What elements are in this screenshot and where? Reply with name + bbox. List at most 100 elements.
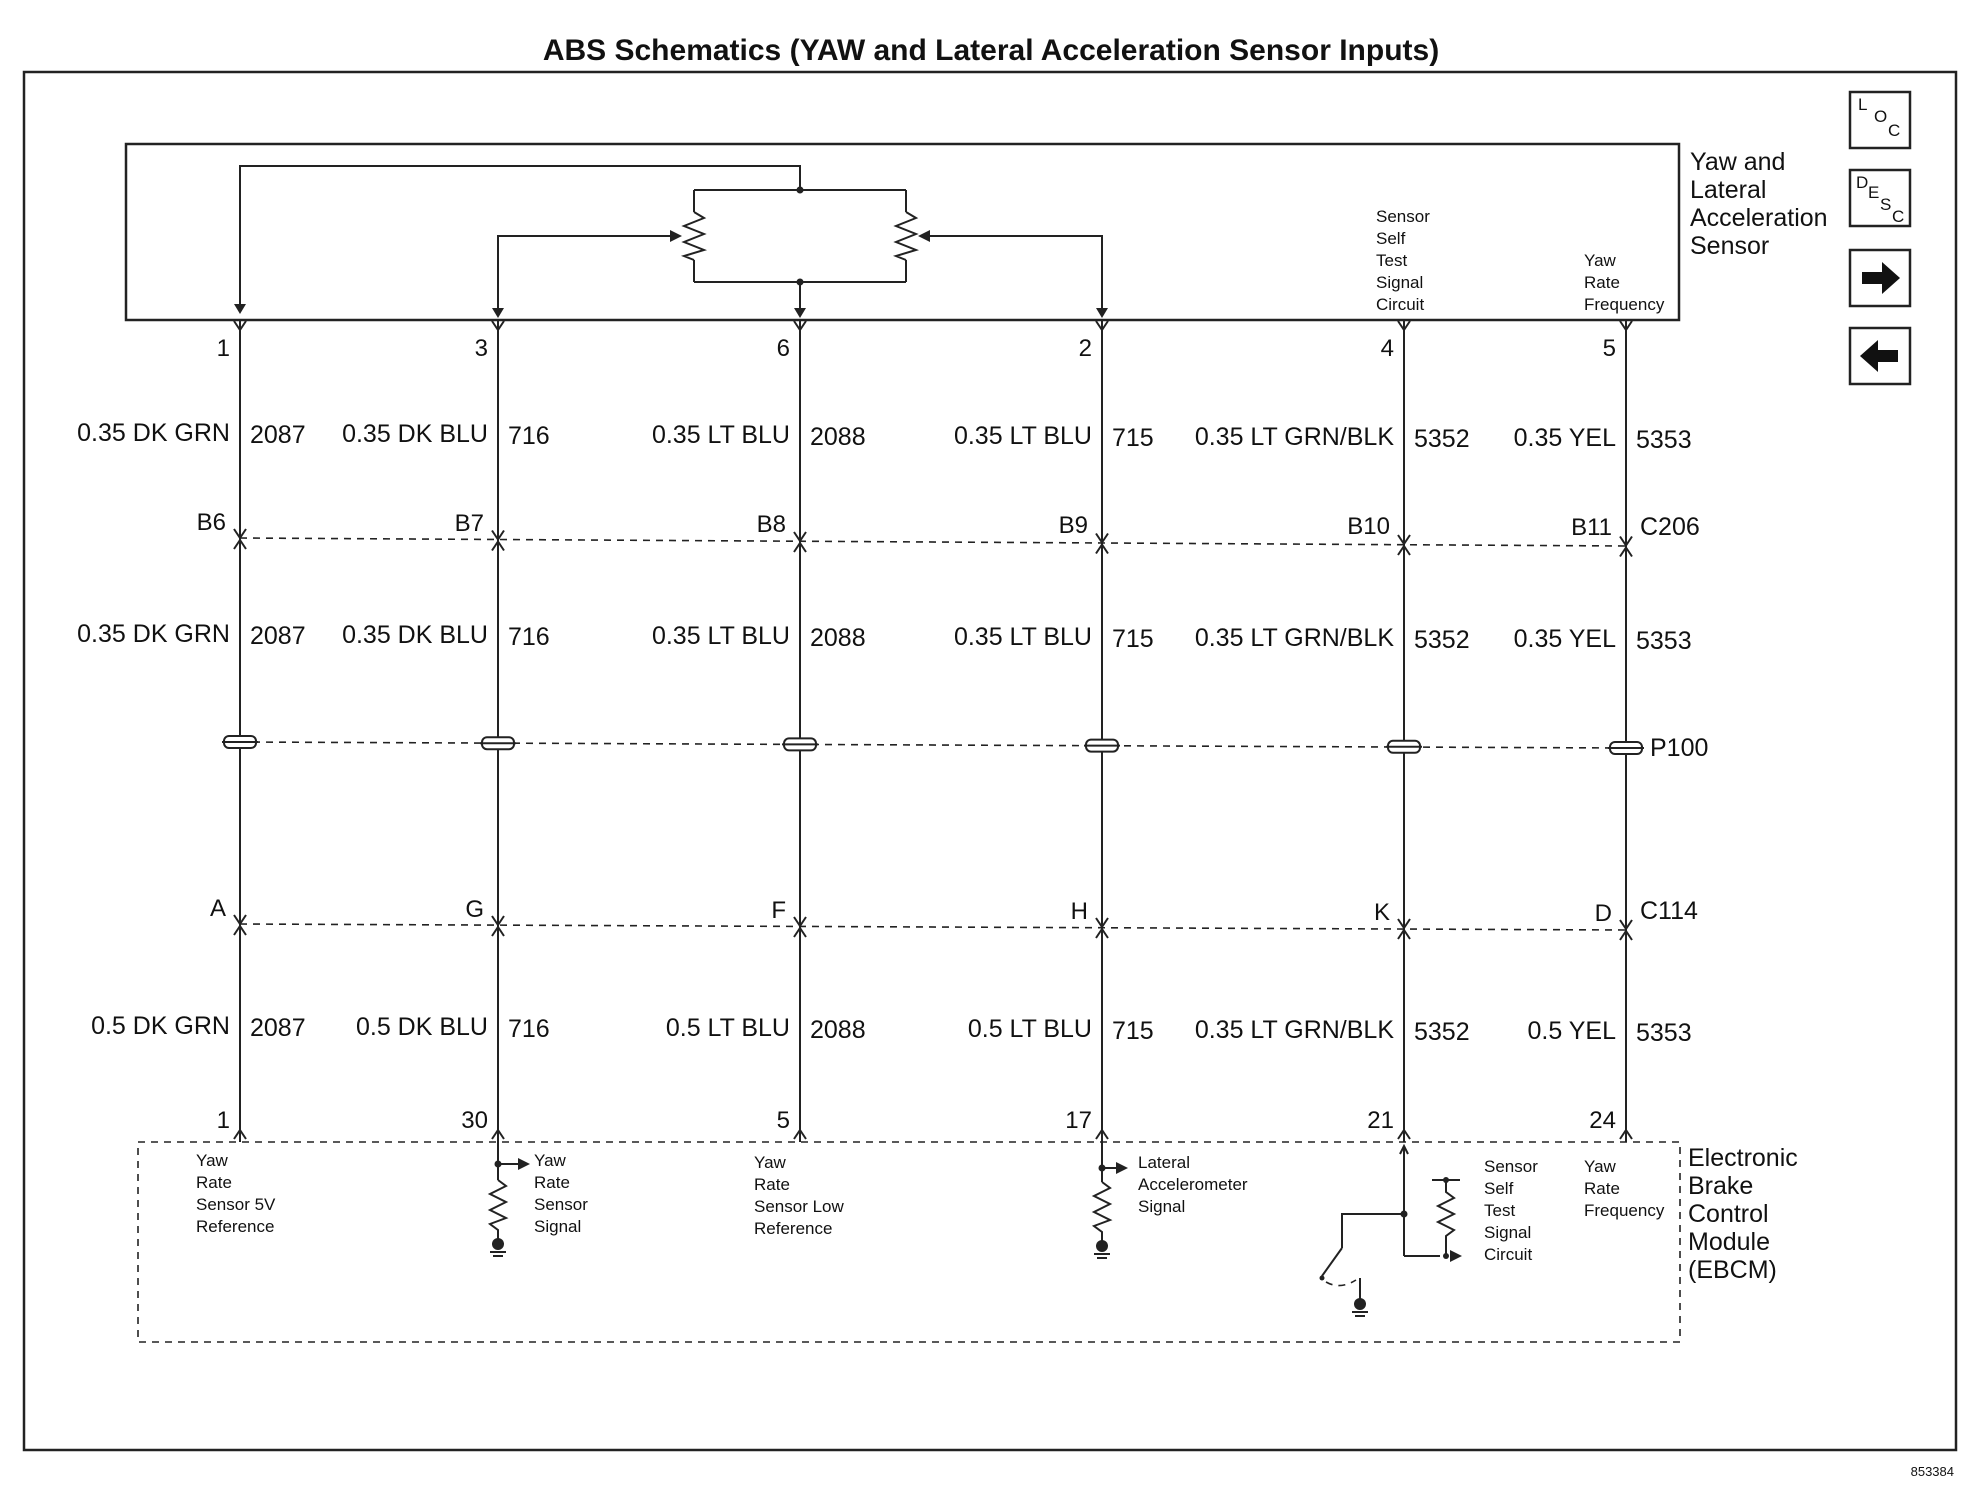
c114-pin-label: H — [1071, 898, 1088, 925]
svg-text:Acceleration: Acceleration — [1690, 204, 1828, 232]
svg-text:C: C — [1892, 207, 1904, 226]
sensor-yaw-frequency-label: Yaw Rate Frequency — [1584, 251, 1665, 314]
svg-text:Yaw: Yaw — [1584, 1157, 1617, 1176]
svg-text:Self: Self — [1376, 229, 1406, 248]
c114-pin-label: F — [771, 897, 786, 924]
c206-label: C206 — [1640, 513, 1700, 541]
next-page-button[interactable] — [1848, 248, 1912, 308]
c206-pin-label: B10 — [1347, 513, 1390, 540]
ebcm-pin-number: 17 — [1065, 1107, 1092, 1134]
wire-color-label: 0.35 DK GRN — [77, 419, 230, 447]
circuit-number: 2087 — [250, 421, 306, 449]
c114-pin-label: A — [210, 895, 226, 922]
wire-color-label: 0.35 LT GRN/BLK — [1195, 624, 1394, 652]
svg-text:Sensor: Sensor — [1484, 1157, 1538, 1176]
wire-color-label: 0.35 LT BLU — [954, 623, 1092, 651]
svg-text:L: L — [1858, 95, 1867, 114]
svg-text:Electronic: Electronic — [1688, 1144, 1798, 1172]
ebcm-func-yaw-frequency: Yaw Rate Frequency — [1584, 1157, 1665, 1220]
svg-text:Yaw: Yaw — [754, 1153, 787, 1172]
sensor-pin-number: 3 — [475, 335, 488, 362]
svg-text:Lateral: Lateral — [1138, 1153, 1190, 1172]
circuit-number: 5352 — [1414, 626, 1470, 654]
wire-color-label: 0.5 YEL — [1527, 1017, 1616, 1045]
svg-text:Circuit: Circuit — [1484, 1245, 1532, 1264]
svg-text:Test: Test — [1484, 1201, 1515, 1220]
wire-color-label: 0.35 LT GRN/BLK — [1195, 423, 1394, 451]
desc-button[interactable]: D E S C — [1848, 168, 1912, 228]
svg-text:Yaw: Yaw — [196, 1151, 229, 1170]
svg-text:Lateral: Lateral — [1690, 176, 1766, 204]
svg-text:Rate: Rate — [1584, 273, 1620, 292]
circuit-number: 5353 — [1636, 627, 1692, 655]
wire-color-label: 0.35 DK GRN — [77, 620, 230, 648]
c114-pin-label: G — [465, 896, 484, 923]
c114-pin-label: K — [1374, 899, 1390, 926]
ebcm-pin-number: 21 — [1367, 1107, 1394, 1134]
svg-text:Sensor: Sensor — [1376, 207, 1430, 226]
prev-page-button[interactable] — [1848, 326, 1912, 386]
wire-color-label: 0.35 LT BLU — [954, 422, 1092, 450]
ebcm-name: Electronic Brake Control Module (EBCM) — [1688, 1144, 1798, 1284]
ebcm-pin-number: 5 — [777, 1107, 790, 1134]
ebcm-pin17-signal-load — [1091, 1142, 1128, 1259]
svg-text:Test: Test — [1376, 251, 1407, 270]
circuit-number: 716 — [508, 1015, 550, 1043]
svg-text:E: E — [1868, 183, 1879, 202]
svg-text:Reference: Reference — [754, 1219, 832, 1238]
loc-button[interactable]: L O C — [1848, 90, 1912, 150]
c206-pin-label: B8 — [757, 511, 786, 538]
svg-text:Signal: Signal — [534, 1217, 581, 1236]
c114-connector-line — [239, 923, 1627, 931]
svg-text:(EBCM): (EBCM) — [1688, 1256, 1777, 1284]
circuit-number: 5353 — [1636, 1019, 1692, 1047]
circuit-number: 715 — [1112, 625, 1154, 653]
ebcm-func-yaw-sensor-signal: Yaw Rate Sensor Signal — [534, 1151, 588, 1236]
figure-id: 853384 — [1911, 1464, 1954, 1479]
circuit-number: 715 — [1112, 1017, 1154, 1045]
p100-label: P100 — [1650, 734, 1708, 762]
circuit-number: 2088 — [810, 1016, 866, 1044]
circuit-number: 2087 — [250, 622, 306, 650]
sensor-pin-number: 5 — [1603, 335, 1616, 362]
svg-text:Control: Control — [1688, 1200, 1769, 1228]
svg-text:Brake: Brake — [1688, 1172, 1753, 1200]
svg-text:Reference: Reference — [196, 1217, 274, 1236]
p100-splice-line — [239, 741, 1627, 749]
c206-pin-label: B9 — [1059, 512, 1088, 539]
ebcm-pin-number: 1 — [217, 1107, 230, 1134]
circuit-number: 2088 — [810, 624, 866, 652]
circuit-number: 5352 — [1414, 1018, 1470, 1046]
svg-text:Signal: Signal — [1376, 273, 1423, 292]
ebcm-pin-number: 24 — [1589, 1107, 1616, 1134]
svg-text:Frequency: Frequency — [1584, 295, 1665, 314]
c206-pin-label: B7 — [455, 510, 484, 537]
circuit-number: 716 — [508, 422, 550, 450]
svg-text:Accelerometer: Accelerometer — [1138, 1175, 1248, 1194]
svg-text:Frequency: Frequency — [1584, 1201, 1665, 1220]
svg-text:Circuit: Circuit — [1376, 295, 1424, 314]
ebcm-func-yaw-low-reference: Yaw Rate Sensor Low Reference — [754, 1153, 844, 1238]
sensor-self-test-label: Sensor Self Test Signal Circuit — [1376, 207, 1430, 314]
sensor-pin-number: 6 — [777, 335, 790, 362]
ebcm-box — [137, 1141, 1681, 1343]
svg-text:Yaw: Yaw — [1584, 251, 1617, 270]
outer-frame — [22, 70, 1958, 1452]
arrow-right-icon — [1862, 262, 1900, 294]
ebcm-self-test-switch — [1319, 1143, 1462, 1317]
wire-color-label: 0.35 YEL — [1514, 625, 1617, 653]
svg-text:Sensor: Sensor — [1690, 232, 1769, 260]
circuit-column: 4 0.35 LT GRN/BLK 5352 B10 0.35 LT GRN/BLK 53… — [1195, 320, 1470, 1142]
wire-color-label: 0.35 LT BLU — [652, 622, 790, 650]
sensor-pin-number: 1 — [217, 335, 230, 362]
svg-text:D: D — [1856, 173, 1868, 192]
sensor-pin-number: 4 — [1381, 335, 1394, 362]
svg-text:Rate: Rate — [196, 1173, 232, 1192]
sensor-bridge-circuit — [234, 165, 1108, 318]
ebcm-pin30-signal-load — [487, 1142, 530, 1257]
